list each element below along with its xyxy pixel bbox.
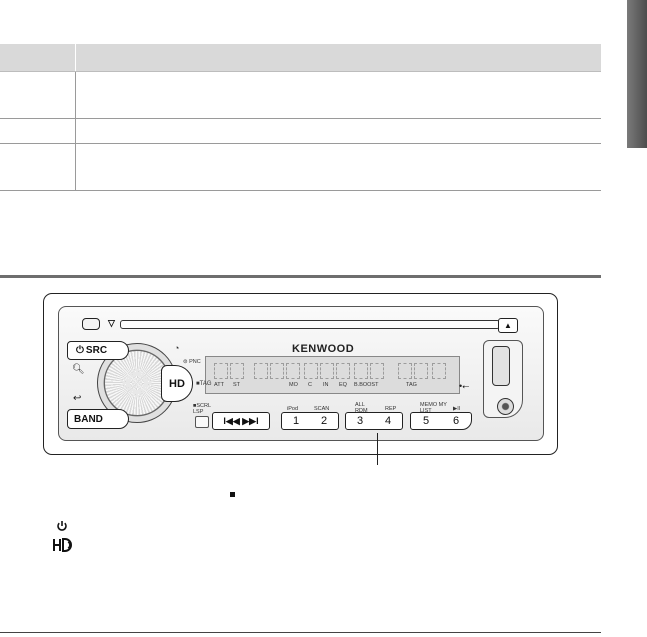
preset-label-play-pause: ▶II — [453, 406, 461, 412]
preset-button-5-6[interactable]: 5 6 — [410, 412, 472, 430]
hd-radio-button[interactable]: HD — [161, 365, 193, 402]
lcd-glyph — [414, 363, 428, 379]
table-row — [0, 119, 601, 144]
tag-label: ■TAG — [196, 381, 212, 387]
indicator-tag: TAG — [406, 382, 417, 388]
table-row — [0, 144, 601, 191]
lcd-glyph — [354, 363, 368, 379]
lcd-display: ATT ST MO C IN EQ B.BOOST TAG — [205, 356, 460, 394]
indicator-c: C — [308, 382, 312, 388]
preset-4: 4 — [384, 415, 392, 427]
power-icon — [57, 521, 67, 531]
indicator-eq: EQ — [339, 382, 347, 388]
preset-button-3-4[interactable]: 3 4 — [345, 412, 403, 430]
table-header — [0, 44, 601, 72]
callout-leader-line — [377, 433, 378, 465]
lcd-glyph — [254, 363, 268, 379]
brand-logo: KENWOOD — [292, 343, 355, 355]
power-icon: ⏻ — [76, 345, 84, 356]
lcd-glyph — [286, 363, 300, 379]
lcd-glyph — [270, 363, 284, 379]
column-divider — [75, 72, 76, 118]
prev-next-button[interactable]: I◀◀ ▶▶I — [212, 412, 270, 430]
info-table — [0, 44, 601, 191]
preset-2: 2 — [320, 415, 328, 427]
preset-5: 5 — [422, 415, 430, 427]
back-icon[interactable]: ↩ — [73, 393, 82, 404]
band-button[interactable]: BAND — [67, 409, 129, 429]
lcd-glyph — [336, 363, 350, 379]
preset-button-1-2[interactable]: 1 2 — [281, 412, 339, 430]
lcd-glyph — [214, 363, 228, 379]
column-divider — [75, 119, 76, 143]
preset-3: 3 — [356, 415, 364, 427]
lcd-glyph — [432, 363, 446, 379]
mic-icon: ◔ — [174, 343, 180, 353]
lcd-glyph — [320, 363, 334, 379]
indicator-in: IN — [323, 382, 329, 388]
hd-radio-icon: HD — [169, 377, 185, 390]
column-divider — [75, 144, 76, 190]
lcd-glyph — [398, 363, 412, 379]
preset-label-rep: REP — [385, 406, 397, 412]
usb-port[interactable] — [492, 346, 510, 386]
pnc-label: ⊜ PNC — [183, 359, 201, 365]
table-row — [0, 72, 601, 119]
lcd-glyph — [304, 363, 318, 379]
source-button[interactable]: ⏻ SRC — [67, 341, 129, 360]
preset-label-memo: MEMO MY LIST — [420, 402, 447, 414]
eject-icon: ▲ — [504, 321, 512, 330]
preset-1: 1 — [292, 415, 300, 427]
preset-label-scan: SCAN — [314, 406, 330, 412]
minus-button[interactable] — [195, 416, 209, 428]
square-bullet-icon — [230, 492, 235, 497]
preset-6: 6 — [452, 415, 460, 427]
page-bottom-rule — [0, 632, 601, 633]
hd-radio-icon — [53, 538, 72, 552]
lcd-glyph — [370, 363, 384, 379]
indicator-att: ATT — [214, 382, 224, 388]
eject-button[interactable]: ▲ — [498, 318, 518, 333]
preset-label-ipod: iPod — [287, 406, 299, 412]
indicator-mo: MO — [289, 382, 298, 388]
indicator-st: ST — [233, 382, 241, 388]
detach-button[interactable] — [82, 318, 100, 330]
indicator-bboost: B.BOOST — [354, 382, 379, 388]
column-divider — [75, 44, 76, 71]
section-divider — [0, 275, 601, 278]
release-triangle-icon: ▽ — [108, 318, 115, 328]
search-icon[interactable]: 🔍︎ — [72, 364, 85, 375]
lcd-glyph — [230, 363, 244, 379]
preset-label-all-rdm: ALL RDM — [355, 402, 368, 414]
usb-icon: •⭠ — [459, 381, 470, 391]
aux-jack[interactable] — [497, 398, 514, 415]
chapter-side-tab — [627, 0, 647, 148]
cd-slot — [120, 320, 500, 329]
